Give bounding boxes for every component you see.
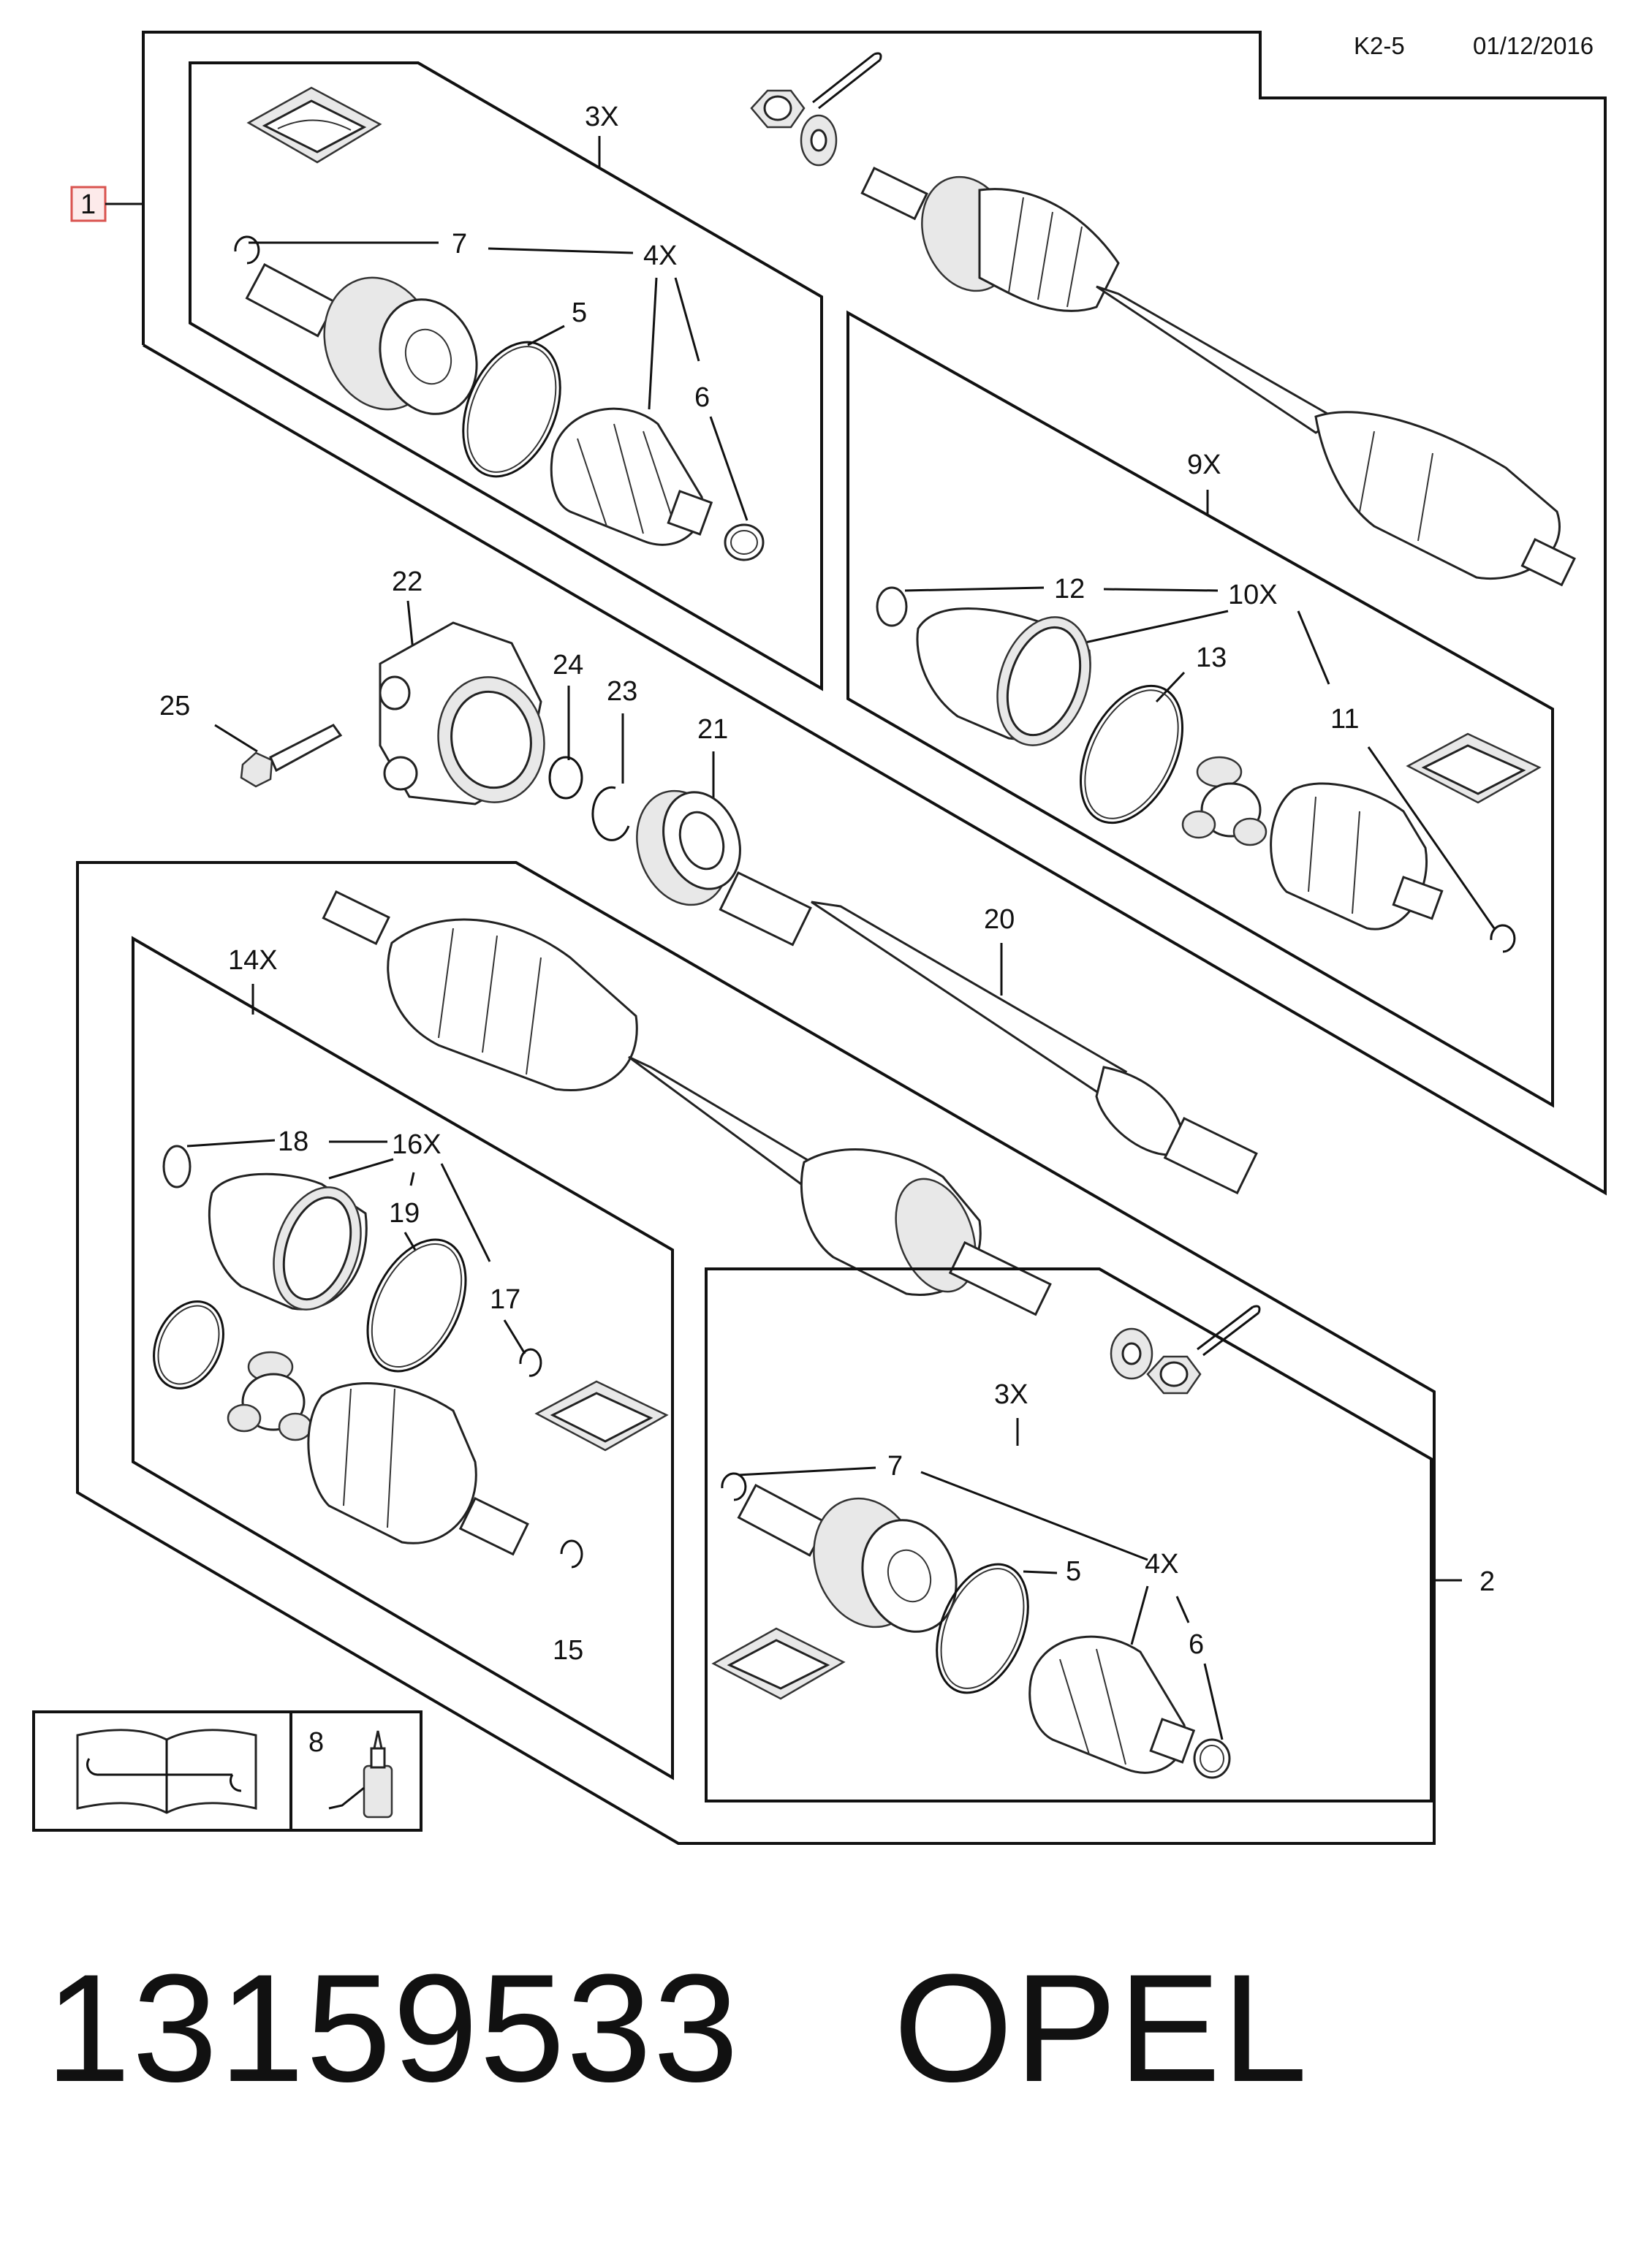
circlip-icon-3 — [519, 1348, 542, 1377]
callout-qty-bottom-left: 14X — [228, 945, 278, 976]
o-ring-part — [548, 756, 583, 800]
small-clamp-part — [724, 523, 765, 561]
assembly-1-number: 1 — [80, 189, 96, 220]
reference-box — [32, 1710, 423, 1832]
circlip-icon-4 — [560, 1539, 583, 1569]
outer-cv-joint-part-2 — [737, 1483, 958, 1633]
circlip-icon — [234, 235, 260, 265]
callout-qty-top-left: 3X — [585, 102, 618, 132]
driveshaft-assembly-bottom — [322, 890, 1052, 1316]
header-date: 01/12/2016 — [1473, 32, 1594, 59]
callout-16x: 16X — [392, 1129, 442, 1160]
cv-boot-part — [550, 407, 713, 546]
callout-20: 20 — [984, 904, 1015, 935]
callout-24: 24 — [553, 650, 583, 680]
lubricant-bottle-icon — [328, 1730, 393, 1819]
brand-name: OPEL — [893, 1942, 1309, 2114]
callout-19: 19 — [389, 1198, 420, 1229]
callout-17: 17 — [490, 1284, 520, 1315]
split-pin-icon — [812, 52, 882, 110]
callout-6-top: 6 — [694, 382, 710, 413]
tripod-housing-part — [1270, 782, 1444, 930]
snap-ring-part — [591, 786, 630, 841]
callout-13: 13 — [1196, 642, 1227, 673]
header-code: K2-5 — [1354, 32, 1405, 59]
grease-sachet-icon — [246, 86, 382, 164]
callout-11: 11 — [1330, 704, 1359, 735]
grease-sachet-icon-4 — [711, 1627, 846, 1700]
small-clamp-part-4 — [1193, 1738, 1231, 1779]
tripod-housing-part-2 — [307, 1382, 529, 1556]
bolt-part — [240, 724, 343, 788]
bearing-housing-part — [379, 621, 545, 805]
assembly-2-label[interactable]: 2 — [1434, 1566, 1495, 1597]
retainer-ring-part — [153, 1300, 224, 1390]
callout-25: 25 — [159, 691, 190, 721]
circlip-icon-2 — [1490, 924, 1516, 953]
grease-sachet-icon-2 — [1406, 732, 1542, 804]
clamp-band-part-4 — [936, 1563, 1029, 1694]
assembly-2-frame — [76, 861, 1436, 1845]
small-clamp-part-2 — [876, 586, 908, 627]
callout-4x-bottom: 4X — [1145, 1549, 1178, 1580]
callout-15: 15 — [553, 1635, 583, 1666]
split-pin-icon-2 — [1197, 1305, 1261, 1357]
callout-qty-top-right: 9X — [1187, 450, 1221, 480]
callout-qty-bottom-right: 3X — [994, 1379, 1028, 1410]
callout-4x-top: 4X — [643, 240, 677, 271]
intermediate-shaft-part — [719, 871, 1258, 1195]
assembly-1-label[interactable]: 1 — [70, 186, 143, 222]
tripod-spider-part — [1181, 756, 1268, 846]
tripod-spider-part-2 — [227, 1351, 313, 1441]
castle-nut-icon — [750, 89, 806, 129]
outer-joint-kit-box-top — [189, 61, 823, 691]
callout-7-top: 7 — [452, 229, 467, 259]
callout-5-top: 5 — [572, 297, 587, 328]
outer-joint-kit-box-bottom — [705, 1267, 1433, 1802]
callout-23: 23 — [607, 676, 637, 707]
driveshaft-assembly-top — [860, 166, 1576, 587]
small-clamp-part-3 — [162, 1145, 192, 1188]
manual-book-wrench-icon[interactable] — [76, 1729, 257, 1814]
washer-part — [800, 114, 838, 167]
part-number: 13159533 — [45, 1942, 740, 2114]
assembly-2-number: 2 — [1479, 1566, 1495, 1597]
assembly-1-frame — [142, 31, 1607, 1196]
callout-22: 22 — [392, 566, 423, 597]
callout-12: 12 — [1054, 574, 1085, 604]
cv-boot-part-2 — [916, 607, 1091, 746]
callout-5-bottom: 5 — [1066, 1556, 1081, 1587]
clamp-band-part — [462, 341, 561, 478]
callout-21: 21 — [697, 714, 728, 745]
washer-part-2 — [1110, 1327, 1153, 1380]
callout-10x: 10X — [1228, 580, 1278, 610]
grease-sachet-icon-3 — [534, 1380, 669, 1452]
clamp-band-part-3 — [366, 1238, 467, 1373]
callout-18: 18 — [278, 1126, 308, 1157]
callout-7-bottom: 7 — [887, 1451, 903, 1482]
cv-boot-part-4 — [1028, 1635, 1196, 1774]
inner-joint-kit-box-bottom — [132, 936, 674, 1781]
outer-cv-joint-part — [245, 262, 478, 415]
circlip-icon-5 — [721, 1472, 747, 1501]
castle-nut-icon-2 — [1146, 1355, 1202, 1395]
cv-boot-part-3 — [208, 1172, 368, 1311]
callout-6-bottom: 6 — [1189, 1629, 1204, 1660]
clamp-band-part-2 — [1080, 684, 1183, 824]
wheel-bearing-part — [636, 789, 741, 906]
callout-8: 8 — [308, 1727, 324, 1758]
inner-joint-kit-box-top — [846, 310, 1554, 1108]
